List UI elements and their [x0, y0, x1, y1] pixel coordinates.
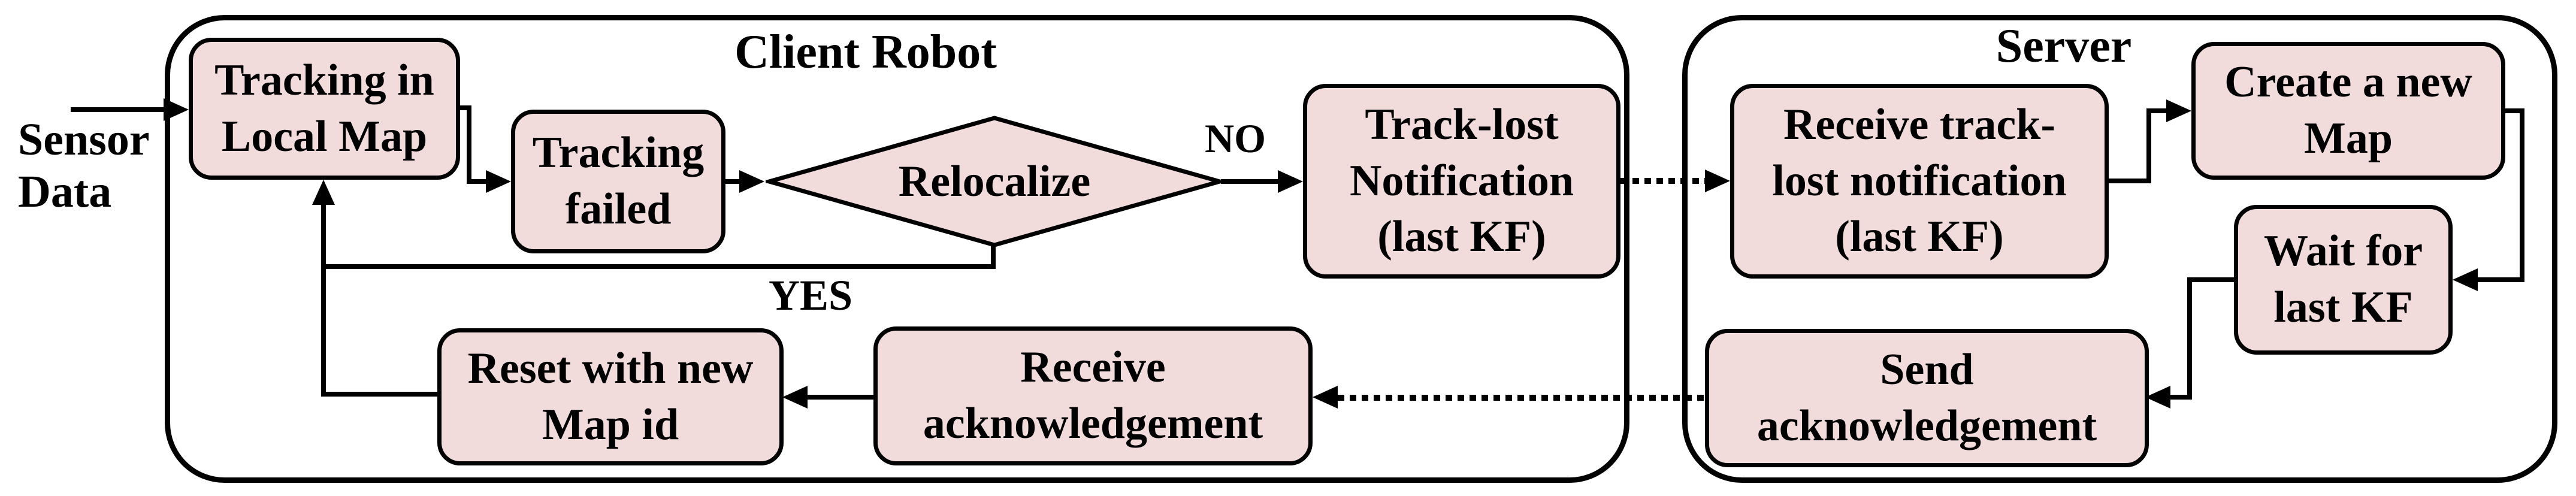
- node-label-line: Tracking in: [214, 55, 434, 105]
- node-label-line: Track-lost: [1365, 99, 1559, 149]
- arrow-wait-to-send-segment: [2187, 277, 2236, 282]
- node-track-lost-notification: Track-lost Notification (last KF): [1303, 84, 1620, 279]
- client-robot-container: [165, 15, 1629, 483]
- arrow-send-ack-dotted-head: [1313, 386, 1338, 409]
- arrow-create-to-wait-segment: [2475, 277, 2524, 282]
- arrow-tracking-to-failed-head: [486, 170, 511, 193]
- label-yes: YES: [768, 271, 853, 319]
- node-label-line: (last KF): [1377, 212, 1546, 262]
- arrow-tracking-to-failed-segment: [467, 179, 488, 184]
- arrow-relocalize-no-head: [1278, 170, 1303, 193]
- arrow-track-lost-dotted-segment: [1620, 178, 1707, 184]
- arrow-loop-trunk-head: [312, 180, 335, 205]
- node-reset-with-new-map-id: Reset with new Map id: [437, 328, 784, 465]
- arrow-sensor-data-head: [164, 98, 189, 121]
- node-label-line: Notification: [1349, 156, 1574, 205]
- node-label-line: failed: [565, 185, 672, 234]
- arrow-failed-to-relocalize-head: [739, 170, 764, 193]
- node-label-line: last KF: [2273, 283, 2413, 332]
- node-label-line: Receive track-: [1783, 99, 2055, 149]
- node-receive-track-lost-notification: Receive track- lost notification (last K…: [1730, 84, 2109, 279]
- arrow-receive-to-create-segment: [2106, 179, 2151, 183]
- sensor-data-line1: Sensor: [18, 114, 150, 165]
- node-label-line: Tracking: [532, 128, 705, 178]
- server-title: Server: [1996, 20, 2132, 72]
- node-label-line: (last KF): [1835, 212, 2004, 262]
- node-wait-for-last-kf: Wait for last KF: [2234, 205, 2453, 355]
- arrow-relocalize-yes-segment: [321, 264, 996, 269]
- arrow-reset-loop-segment: [321, 392, 440, 397]
- decision-relocalize-label: Relocalize: [898, 156, 1091, 206]
- sensor-data-label: Sensor Data: [18, 114, 150, 219]
- node-label-line: acknowledgement: [923, 399, 1263, 448]
- arrow-tracking-to-failed-segment: [467, 105, 471, 184]
- label-no: NO: [1205, 116, 1266, 161]
- arrow-failed-to-relocalize-segment: [725, 179, 743, 184]
- node-label-line: Receive: [1020, 343, 1166, 392]
- arrow-wait-to-send-segment: [2167, 395, 2192, 400]
- sensor-data-line2: Data: [18, 167, 112, 217]
- arrow-tracking-to-failed-segment: [460, 105, 471, 110]
- node-label-line: Map: [2304, 114, 2393, 163]
- node-tracking-in-local-map: Tracking in Local Map: [189, 38, 460, 180]
- arrow-create-to-wait-segment: [2520, 108, 2524, 280]
- decision-relocalize: Relocalize: [766, 116, 1223, 247]
- arrow-relocalize-yes-segment: [991, 245, 996, 269]
- arrow-ack-to-reset-head: [782, 386, 808, 409]
- node-label-line: Wait for: [2263, 226, 2423, 276]
- node-label-line: Map id: [542, 400, 679, 449]
- arrow-loop-trunk-segment: [321, 201, 326, 397]
- arrow-relocalize-no-segment: [1221, 179, 1280, 184]
- node-create-new-map: Create a new Map: [2191, 42, 2505, 180]
- arrow-track-lost-dotted-head: [1705, 170, 1730, 192]
- arrow-sensor-data-segment: [71, 107, 164, 112]
- node-label-line: Create a new: [2224, 58, 2472, 107]
- node-send-acknowledgement: Send acknowledgement: [1705, 329, 2149, 467]
- node-tracking-failed: Tracking failed: [511, 110, 725, 253]
- arrow-ack-to-reset-segment: [805, 395, 873, 400]
- node-label-line: acknowledgement: [1756, 401, 2097, 450]
- server-container: [1682, 15, 2557, 483]
- node-label-line: Reset with new: [467, 343, 754, 393]
- node-label-line: Send: [1880, 344, 1974, 394]
- arrow-create-to-wait-head: [2453, 268, 2478, 291]
- arrow-create-to-wait-segment: [2503, 108, 2524, 113]
- client-robot-title: Client Robot: [734, 26, 997, 78]
- arrow-wait-to-send-head: [2145, 386, 2170, 409]
- arrow-receive-to-create-head: [2166, 99, 2191, 122]
- node-label-line: Local Map: [221, 111, 428, 161]
- node-receive-acknowledgement: Receive acknowledgement: [873, 326, 1313, 465]
- arrow-wait-to-send-segment: [2187, 277, 2192, 400]
- node-label-line: lost notification: [1772, 156, 2067, 205]
- arrow-receive-to-create-segment: [2146, 108, 2151, 183]
- arrow-receive-to-create-segment: [2146, 108, 2169, 113]
- arrow-send-ack-dotted-segment: [1338, 395, 1705, 401]
